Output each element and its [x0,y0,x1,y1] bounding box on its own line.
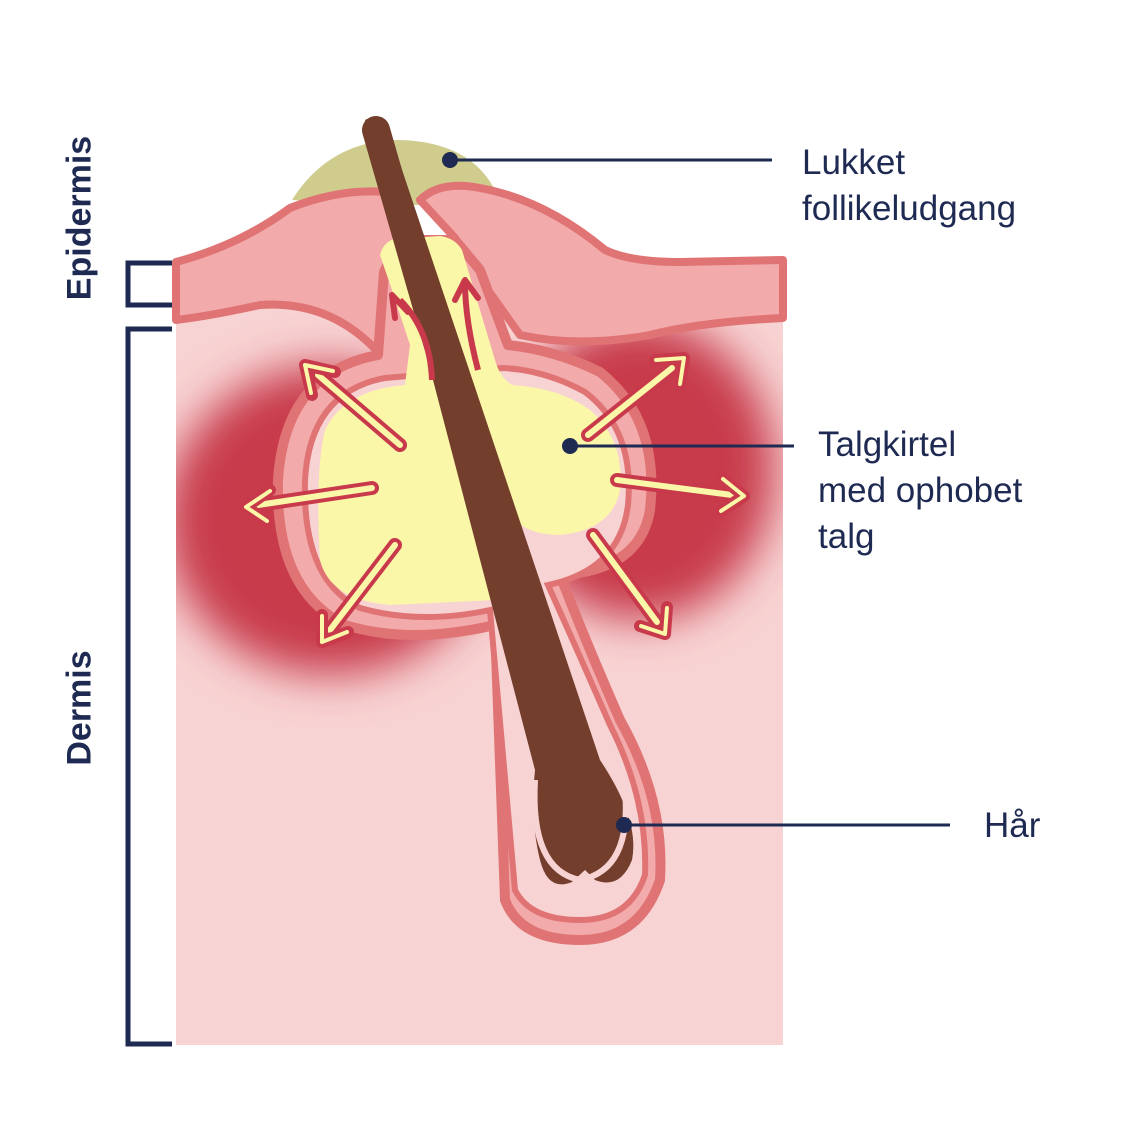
expansion-arrow [311,368,407,452]
leader-dot-plug [442,152,458,168]
pressure-arrow [462,281,481,371]
leader-dot-gland [562,438,578,454]
sebaceous-gland-label: Talgkirtel med ophobet talg [818,425,1023,556]
closed-opening-label: Lukket follikeludgang [802,143,1017,228]
epidermis-label: Epidermis [60,135,99,301]
dermis-bracket [125,326,172,1047]
expansion-arrow [323,538,402,637]
expansion-arrow [251,481,379,512]
leader-lines [450,158,950,827]
expansion-arrow [610,473,739,502]
hair-label: Hår [984,806,1041,845]
expansion-arrow [586,528,664,629]
epidermis-bracket [125,260,172,308]
expansion-arrows [240,352,750,648]
leader-dot-hair [616,817,632,833]
dermis-label: Dermis [60,650,99,766]
expansion-arrow [581,361,679,442]
